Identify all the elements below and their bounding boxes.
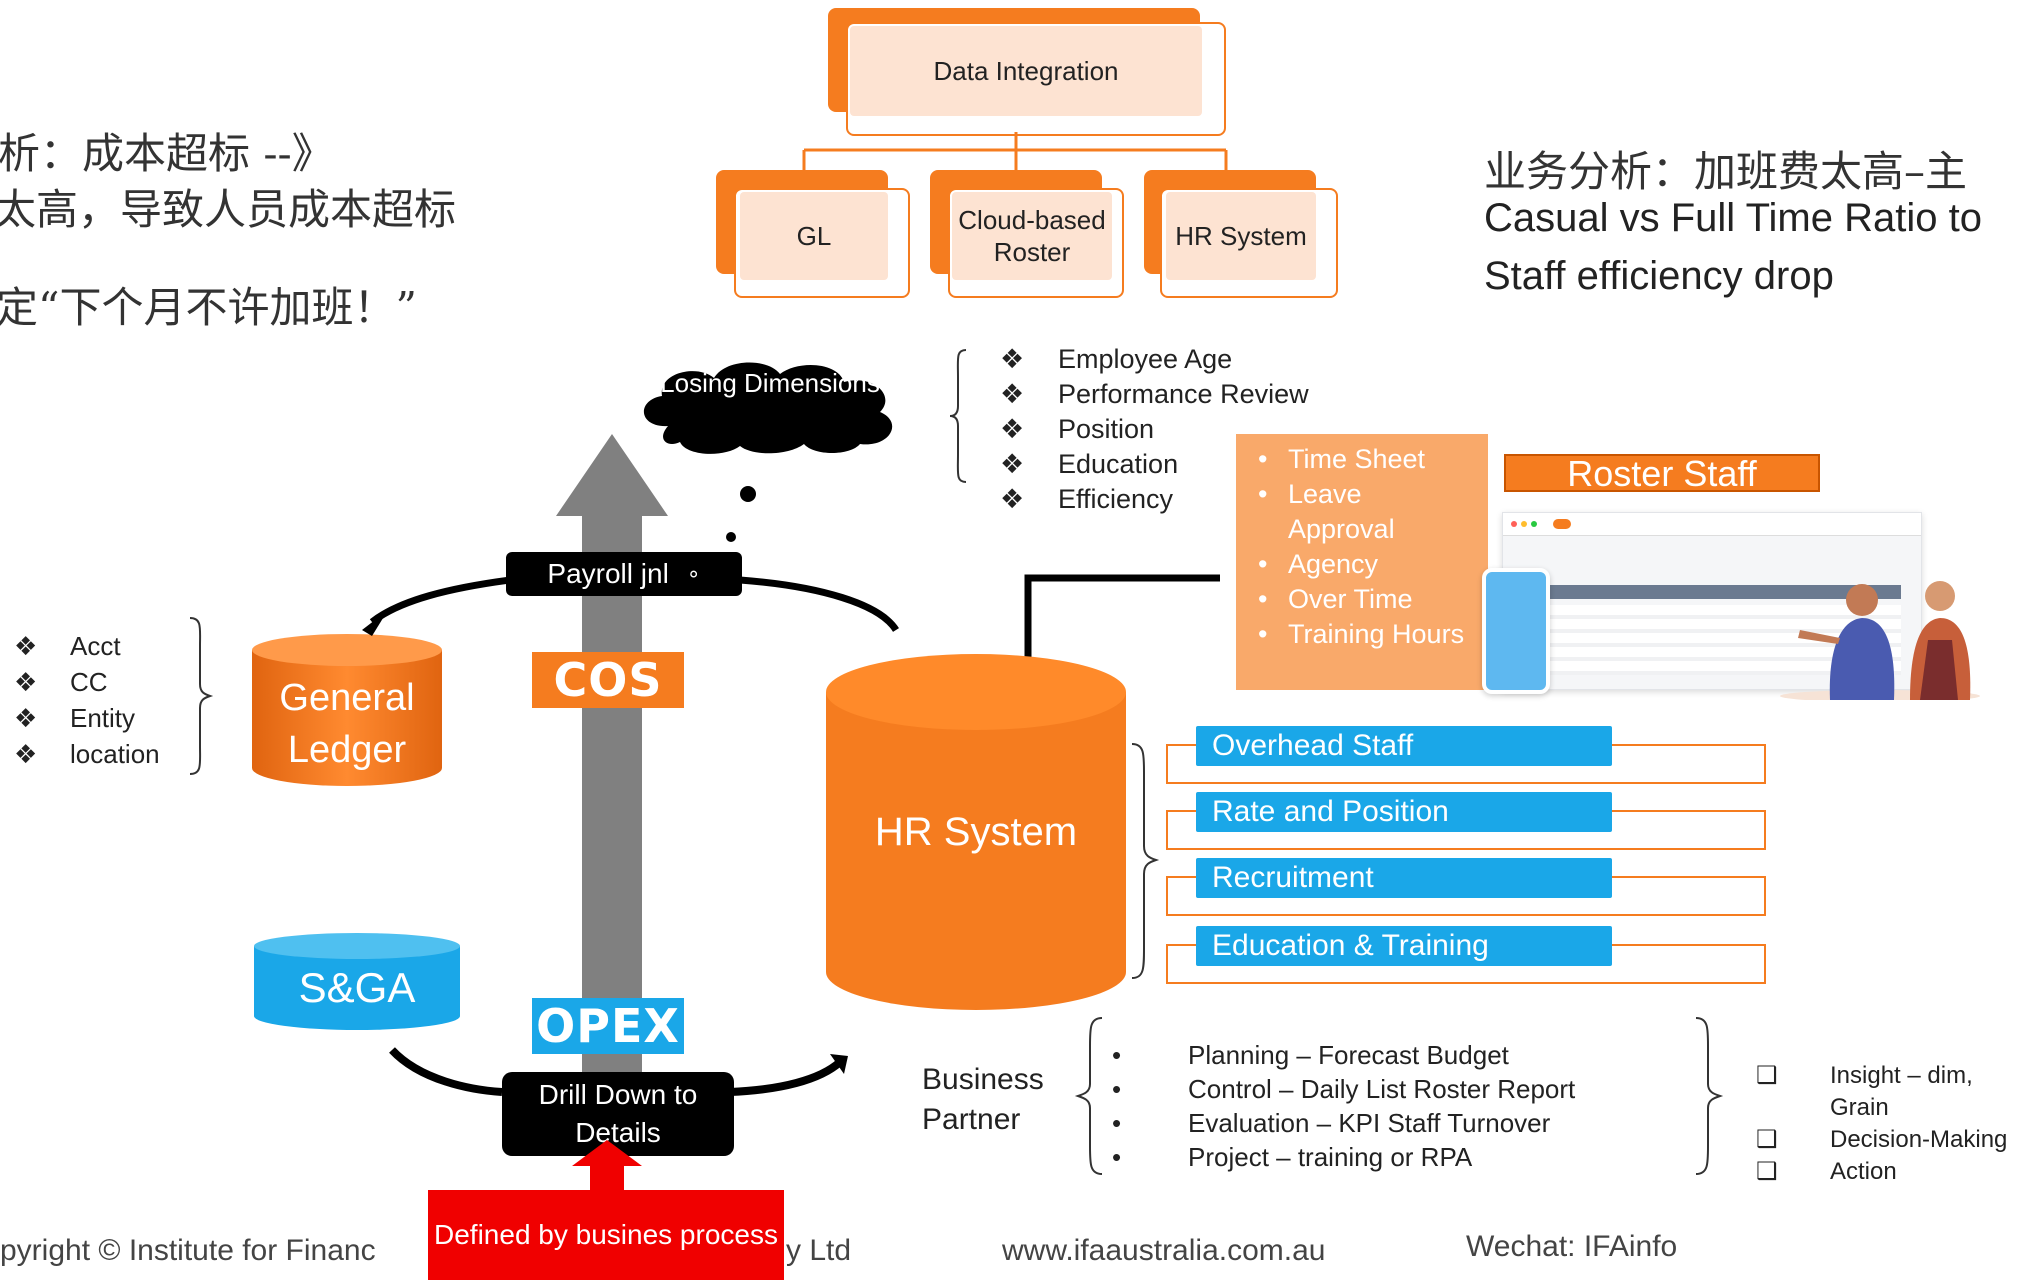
list-item: ❑ Action [1756,1156,2007,1188]
list-item: •Agency [1258,549,1379,579]
list-item: •Time Sheet [1258,444,1426,474]
outcomes-list: ❑ Insight – dim, Grain ❑ Decision-Making… [1756,1060,2007,1188]
gray-up-arrow [556,434,668,1154]
sga-cylinder [254,933,460,1030]
list-item: •Planning – Forecast Budget [1112,1040,1509,1070]
overhead-staff-bar: Overhead Staff [1196,726,1612,766]
cloud-shape [643,362,893,454]
list-item: ❖location [14,739,160,769]
phone-mock [1482,568,1550,694]
list-item: ❖Entity [14,703,136,733]
bp-brace-left [1074,1017,1103,1175]
defined-by-process-label: Defined by busines process [428,1190,784,1280]
bp-brace-right [1695,1017,1724,1175]
footer-website[interactable]: www.ifaaustralia.com.au [1002,1234,1326,1267]
top-left-text-line3: 定“下个月不许加班！” [0,283,417,332]
hr-system-cylinder [826,654,1126,1010]
list-item: ❑ Decision-Making [1756,1124,2007,1156]
bp-list: •Planning – Forecast Budget •Control – D… [1112,1038,1575,1174]
list-item: ❖Efficiency [1000,484,1174,514]
list-item: •Project – training or RPA [1112,1142,1473,1172]
list-item: ❖Acct [14,631,121,661]
list-item: •Control – Daily List Roster Report [1112,1074,1576,1104]
business-partner-label: Business Partner [922,1063,1044,1136]
payroll-circle-icon: ∘ [686,561,701,586]
gl-dims-list: ❖Acct ❖CC ❖Entity ❖location [14,628,160,772]
roster-items-box: •Time Sheet •Leave Approval •Agency •Ove… [1236,434,1488,690]
drill-down-label: Drill Down to Details [502,1072,734,1156]
list-item: ❖CC [14,667,108,697]
org-root-label: Data Integration [850,26,1202,116]
cloud-label: Losing Dimensions [660,368,880,398]
list-item: •Training Hours [1258,619,1465,649]
list-item: ❖Performance Review [1000,379,1309,409]
people-illustration [1780,581,1980,700]
checkbox-icon: ❑ [1756,1158,1778,1185]
top-right-text-line2: Casual vs Full Time Ratio to [1484,196,1982,240]
footer-copyright-left: pyright © Institute for Financ [0,1234,376,1267]
list-item: ❖Position [1000,414,1155,444]
list-item: •Leave Approval [1258,479,1395,544]
checkbox-icon: ❑ [1756,1062,1778,1089]
cos-label: COS [532,652,684,708]
general-ledger-label: General Ledger [279,677,415,771]
dimensions-list: ❖Employee Age ❖Performance Review ❖Posit… [1000,342,1309,517]
payroll-label: Payroll jnl [547,558,669,589]
top-right-text-line3: Staff efficiency drop [1484,254,1834,298]
list-item: •Over Time [1258,584,1413,614]
thought-dot-large [740,486,756,502]
dimensions-brace [949,349,967,483]
gl-brace [189,617,214,775]
list-item: ❖Employee Age [1000,344,1233,374]
hr-brace [1131,743,1160,979]
red-up-arrow [572,1140,642,1192]
rate-position-bar: Rate and Position [1196,792,1612,832]
top-left-text-line2: 太高，导致人员成本超标 [0,185,457,234]
top-left-text-line1: 析：成本超标 --》 [0,129,334,178]
sga-label: S&GA [298,964,416,1011]
org-gl-label: GL [740,192,888,280]
footer-copyright-right: y Ltd [786,1234,852,1267]
recruitment-bar: Recruitment [1196,858,1612,898]
checkbox-icon: ❑ [1756,1126,1778,1153]
education-training-bar: Education & Training [1196,926,1612,966]
org-hr-label: HR System [1166,192,1316,280]
list-item: ❖Education [1000,449,1179,479]
general-ledger-cylinder [252,634,442,786]
org-roster-label: Cloud-based Roster [952,192,1112,280]
payroll-label-box: Payroll jnl ∘ [506,552,742,596]
hr-system-label: HR System [874,810,1078,854]
opex-label: OPEX [532,998,684,1054]
top-right-text-line1: 业务分析：加班费太高–主 [1484,147,1968,196]
roster-staff-title: Roster Staff [1504,454,1820,492]
list-item: ❑ Insight – dim, Grain [1756,1060,2007,1124]
footer-wechat: Wechat: IFAinfo [1466,1230,1678,1263]
thought-dot-small [726,532,736,542]
list-item: •Evaluation – KPI Staff Turnover [1112,1108,1551,1138]
